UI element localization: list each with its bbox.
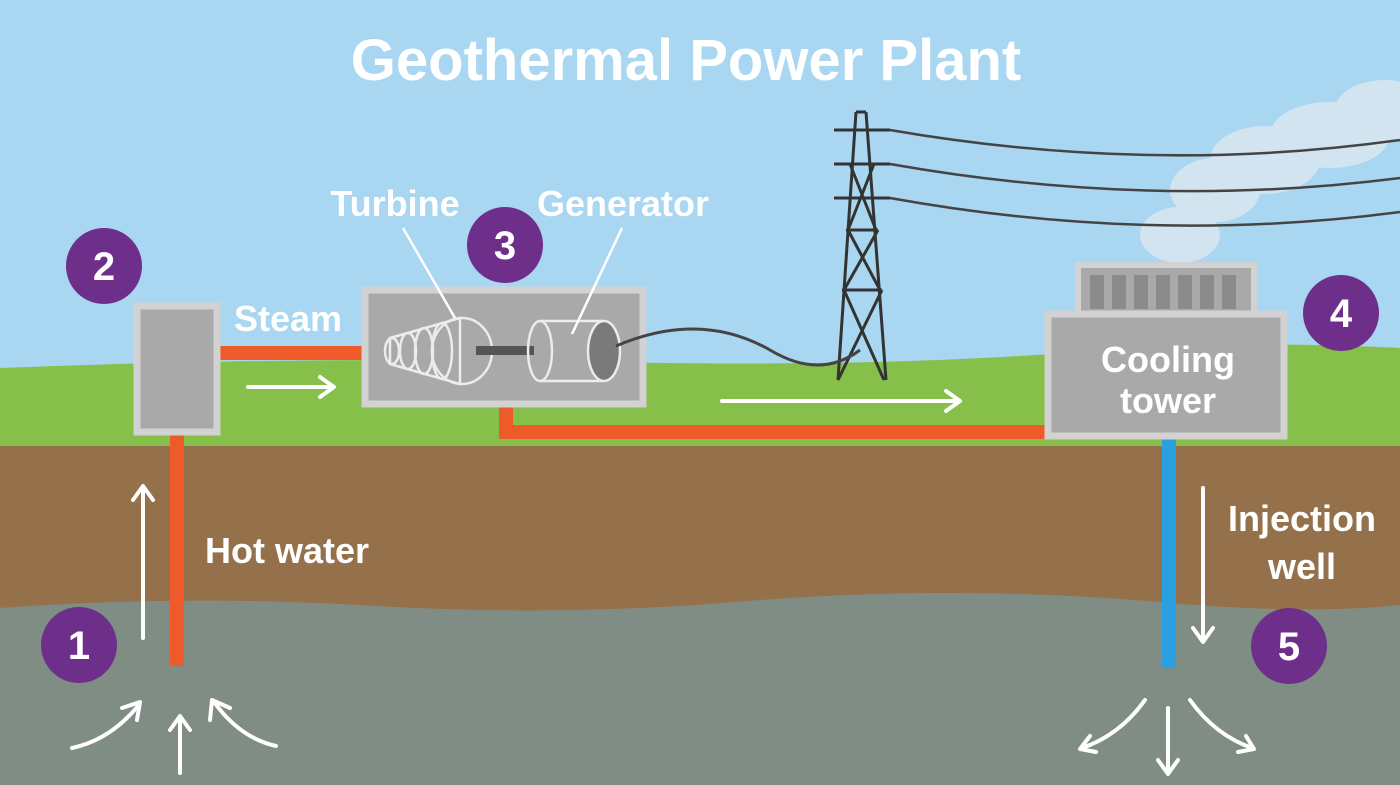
turbine-shaft [476, 346, 534, 355]
cooling-tower-label-line1: Cooling [1101, 339, 1235, 380]
step-badge-5: 5 [1251, 608, 1327, 684]
hot-water-label: Hot water [205, 530, 369, 571]
step-badge-3: 3 [467, 207, 543, 283]
step-badge-1: 1 [41, 607, 117, 683]
cooling-tower-label-line2: tower [1120, 380, 1216, 421]
injection-pipe [1162, 438, 1176, 668]
power-lines [889, 128, 1400, 227]
return-pipe [499, 400, 1050, 439]
step-number-2: 2 [93, 245, 115, 289]
flow-arrows [70, 375, 1256, 776]
transmission-tower [834, 110, 890, 381]
page-title: Geothermal Power Plant [351, 28, 1021, 93]
step-number-5: 5 [1278, 625, 1300, 669]
step-number-1: 1 [68, 624, 90, 668]
step-number-3: 3 [494, 224, 516, 268]
step-badge-4: 4 [1303, 275, 1379, 351]
turbine-label: Turbine [330, 183, 459, 224]
step-badge-2: 2 [66, 228, 142, 304]
production-pipe [170, 430, 184, 666]
separator [133, 302, 221, 436]
steam-cloud [1140, 80, 1400, 263]
steam-pipe [218, 346, 368, 360]
rock-layer [0, 592, 1400, 785]
generator-cable [615, 327, 861, 367]
generator [526, 319, 622, 383]
steam-label: Steam [234, 298, 342, 339]
label-pointers [401, 227, 624, 335]
step-number-4: 4 [1330, 292, 1353, 336]
injection-well-label-line2: well [1267, 546, 1336, 587]
injection-well-label-line1: Injection [1228, 498, 1376, 539]
generator-label: Generator [537, 183, 709, 224]
cooling-tower [1044, 262, 1288, 440]
